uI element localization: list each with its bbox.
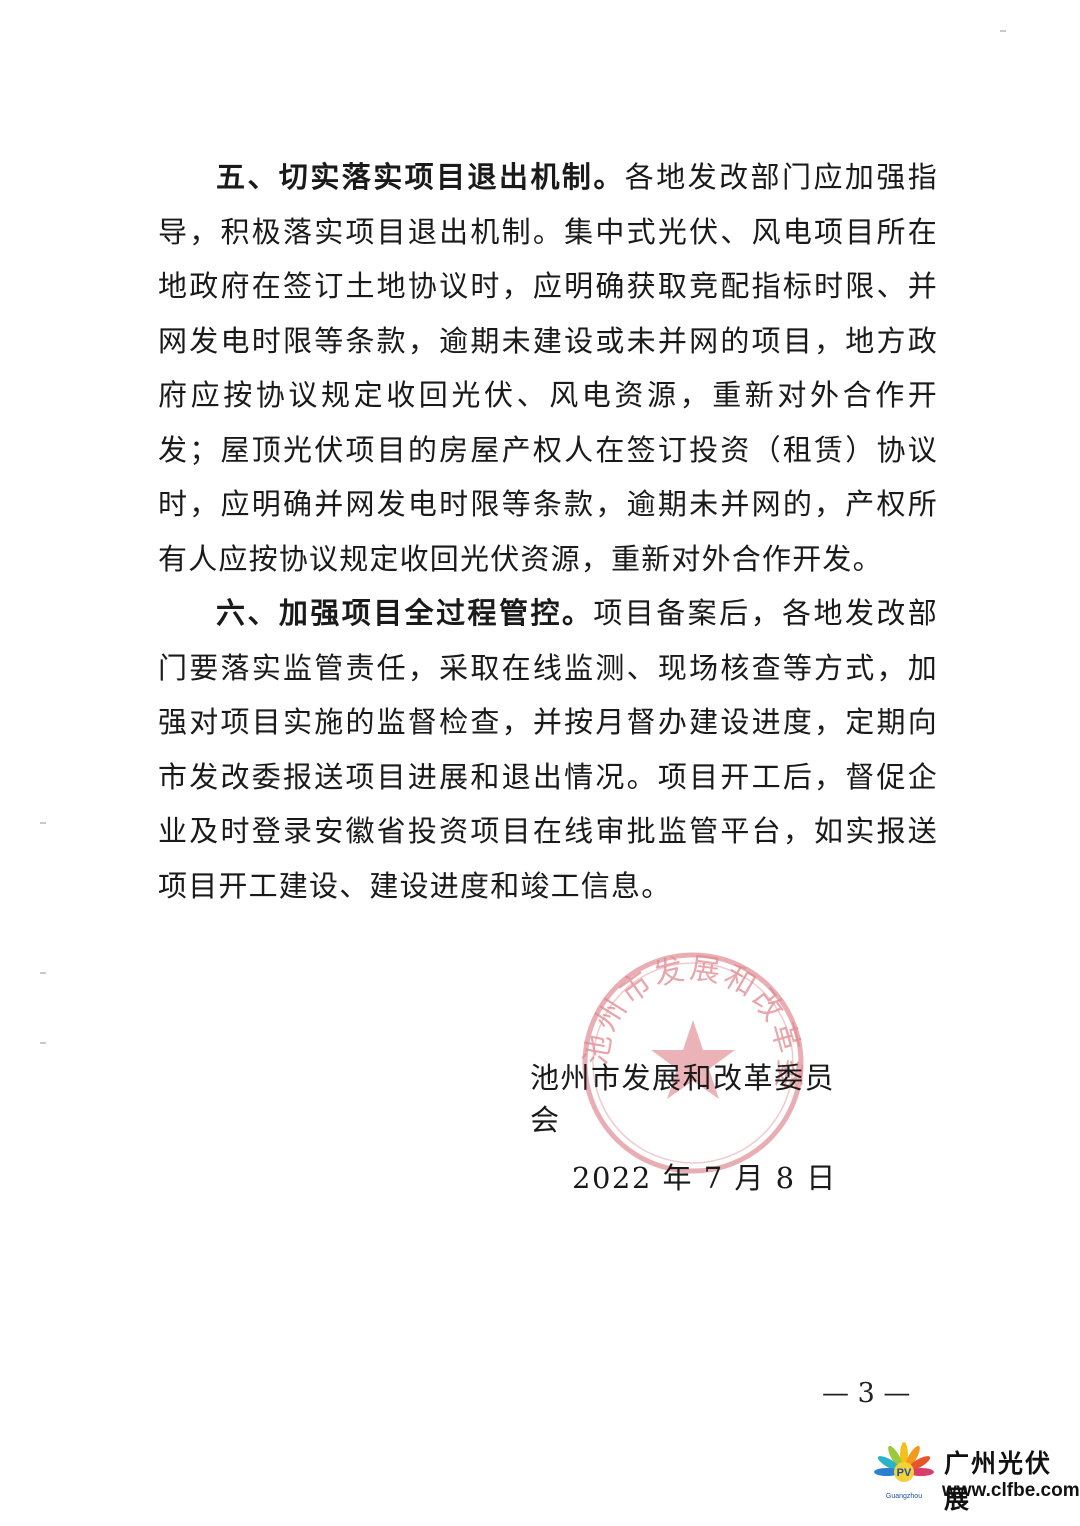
- paragraph-heading: 六、加强项目全过程管控。: [216, 596, 594, 630]
- scan-artifact: [40, 822, 46, 824]
- document-body: 五、切实落实项目退出机制。各地发改部门应加强指导，积极落实项目退出机制。集中式光…: [158, 150, 938, 913]
- paragraph-6: 六、加强项目全过程管控。项目备案后，各地发改部门要落实监管责任，采取在线监测、现…: [158, 586, 938, 913]
- scan-artifact: [40, 1042, 46, 1044]
- scan-artifact: [1000, 30, 1006, 32]
- signature-date: 2022 年 7 月 8 日: [572, 1161, 837, 1195]
- watermark-brand: 广州光伏展: [944, 1449, 1053, 1514]
- paragraph-5: 五、切实落实项目退出机制。各地发改部门应加强指导，积极落实项目退出机制。集中式光…: [158, 150, 938, 586]
- signature-organization: 池州市发展和改革委员会: [530, 1061, 836, 1137]
- watermark-logo: PV Guangzhou 广州光伏展 www.clfbe.com: [868, 1438, 1080, 1522]
- paragraph-text: 项目备案后，各地发改部门要落实监管责任，采取在线监测、现场核查等方式，加强对项目…: [158, 596, 938, 903]
- watermark-url: www.clfbe.com: [942, 1480, 1080, 1501]
- page-number: — 3 —: [822, 1378, 911, 1409]
- official-seal: 池州市发展和改革委员会: [578, 948, 804, 1174]
- paragraph-text: 各地发改部门应加强指导，积极落实项目退出机制。集中式光伏、风电项目所在地政府在签…: [158, 160, 938, 576]
- logo-mark-text: PV: [897, 1467, 912, 1479]
- signature-block: 池州市发展和改革委员会 2022 年 7 月 8 日: [530, 1055, 860, 1197]
- paragraph-heading: 五、切实落实项目退出机制。: [216, 160, 625, 194]
- logo-mark-subtext: Guangzhou: [886, 1493, 922, 1500]
- sunflower-icon: PV Guangzhou: [874, 1442, 934, 1500]
- scan-artifact: [40, 972, 46, 974]
